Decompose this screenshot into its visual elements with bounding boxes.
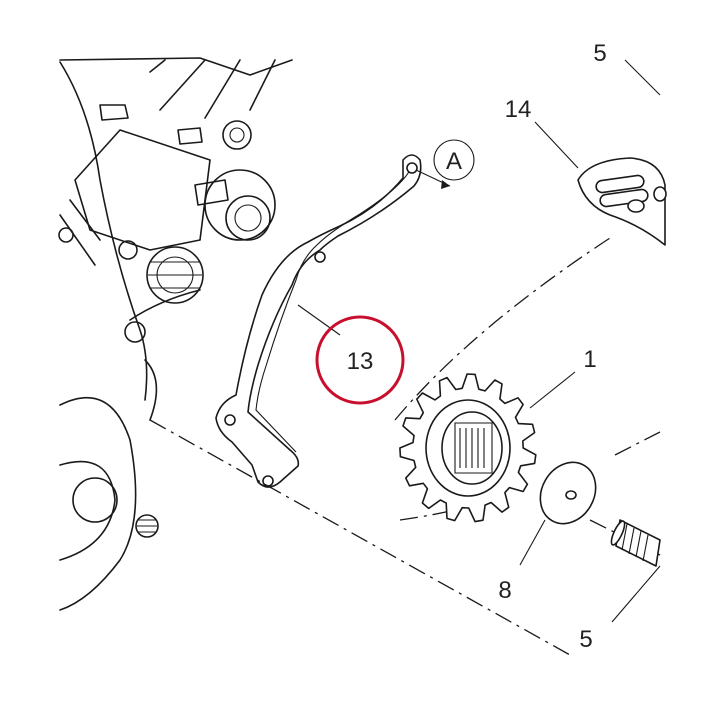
- bolt-part-5: [610, 519, 661, 623]
- top-right-fragment: [624, 59, 661, 96]
- callout-top-fragment: 5: [593, 40, 606, 67]
- callout-13: 13: [347, 348, 374, 375]
- engine-casing: [58, 57, 293, 611]
- view-a-marker: [433, 139, 475, 181]
- washer-part-8: [519, 461, 597, 566]
- gasket-part-13: [215, 154, 451, 488]
- callout-A: A: [446, 148, 462, 175]
- callout-5: 5: [579, 626, 592, 653]
- callout-1: 1: [583, 346, 596, 373]
- chain-link-part-14: [534, 121, 667, 246]
- callout-14: 14: [505, 96, 532, 123]
- highlight-ring: [315, 315, 405, 405]
- callout-labels: A 14 1 8 5 13 5: [347, 40, 607, 653]
- sprocket-part-1: [399, 371, 576, 523]
- callout-8: 8: [498, 577, 511, 604]
